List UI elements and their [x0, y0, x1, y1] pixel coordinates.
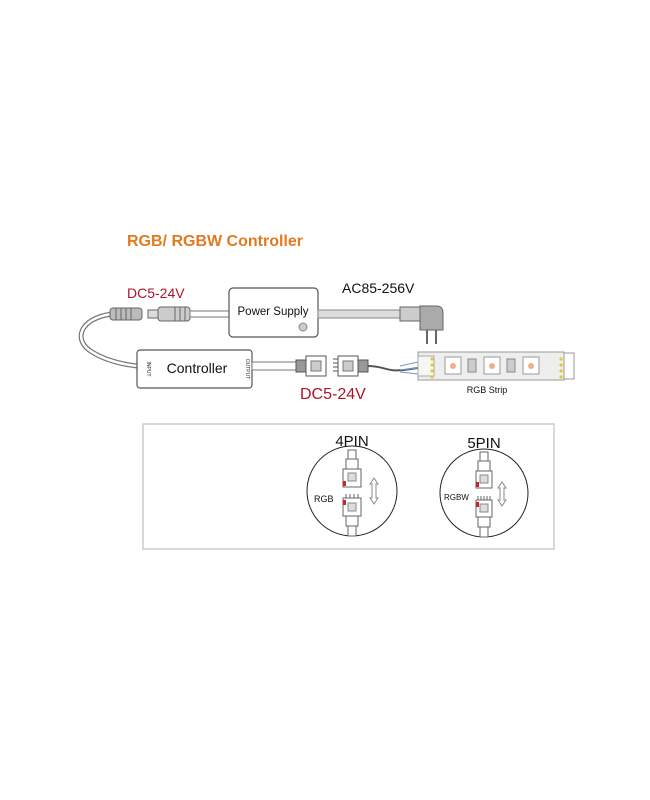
power-supply-box: Power Supply — [228, 287, 319, 338]
rgb-strip-label: RGB Strip — [467, 385, 508, 395]
dc-female-jack — [109, 307, 143, 321]
power-supply-label: Power Supply — [238, 306, 309, 318]
strip-wires — [367, 365, 419, 372]
controller-output-cable — [251, 361, 298, 371]
controller-label: Controller — [167, 360, 228, 376]
four-pin-title: 4PIN — [335, 433, 368, 450]
controller-box: Controller INPUT OUTPUT — [136, 349, 253, 389]
four-pin-label: RGB — [314, 494, 334, 504]
strip-connector-male — [333, 355, 369, 377]
double-arrow-icon — [369, 477, 379, 505]
power-indicator-led — [298, 322, 308, 332]
five-pin-label: RGBW — [444, 493, 469, 502]
five-pin-title: 5PIN — [467, 435, 500, 452]
diagram-title: RGB/ RGBW Controller — [127, 233, 303, 250]
input-port-label: INPUT — [145, 362, 151, 377]
ac-cable — [317, 309, 401, 319]
dc-input-voltage-label: DC5-24V — [127, 285, 185, 301]
output-connector-female — [295, 355, 327, 377]
output-port-label: OUTPUT — [244, 359, 250, 380]
four-pin-detail: 4PIN RGB — [306, 433, 398, 537]
five-pin-detail: 5PIN RGBW — [439, 435, 529, 538]
dc-male-plug — [147, 306, 230, 322]
rgb-led-strip — [417, 351, 575, 381]
dc-output-voltage-label: DC5-24V — [300, 386, 366, 403]
ac-voltage-label: AC85-256V — [342, 280, 415, 296]
ac-plug — [399, 305, 444, 344]
double-arrow-icon — [497, 481, 507, 507]
